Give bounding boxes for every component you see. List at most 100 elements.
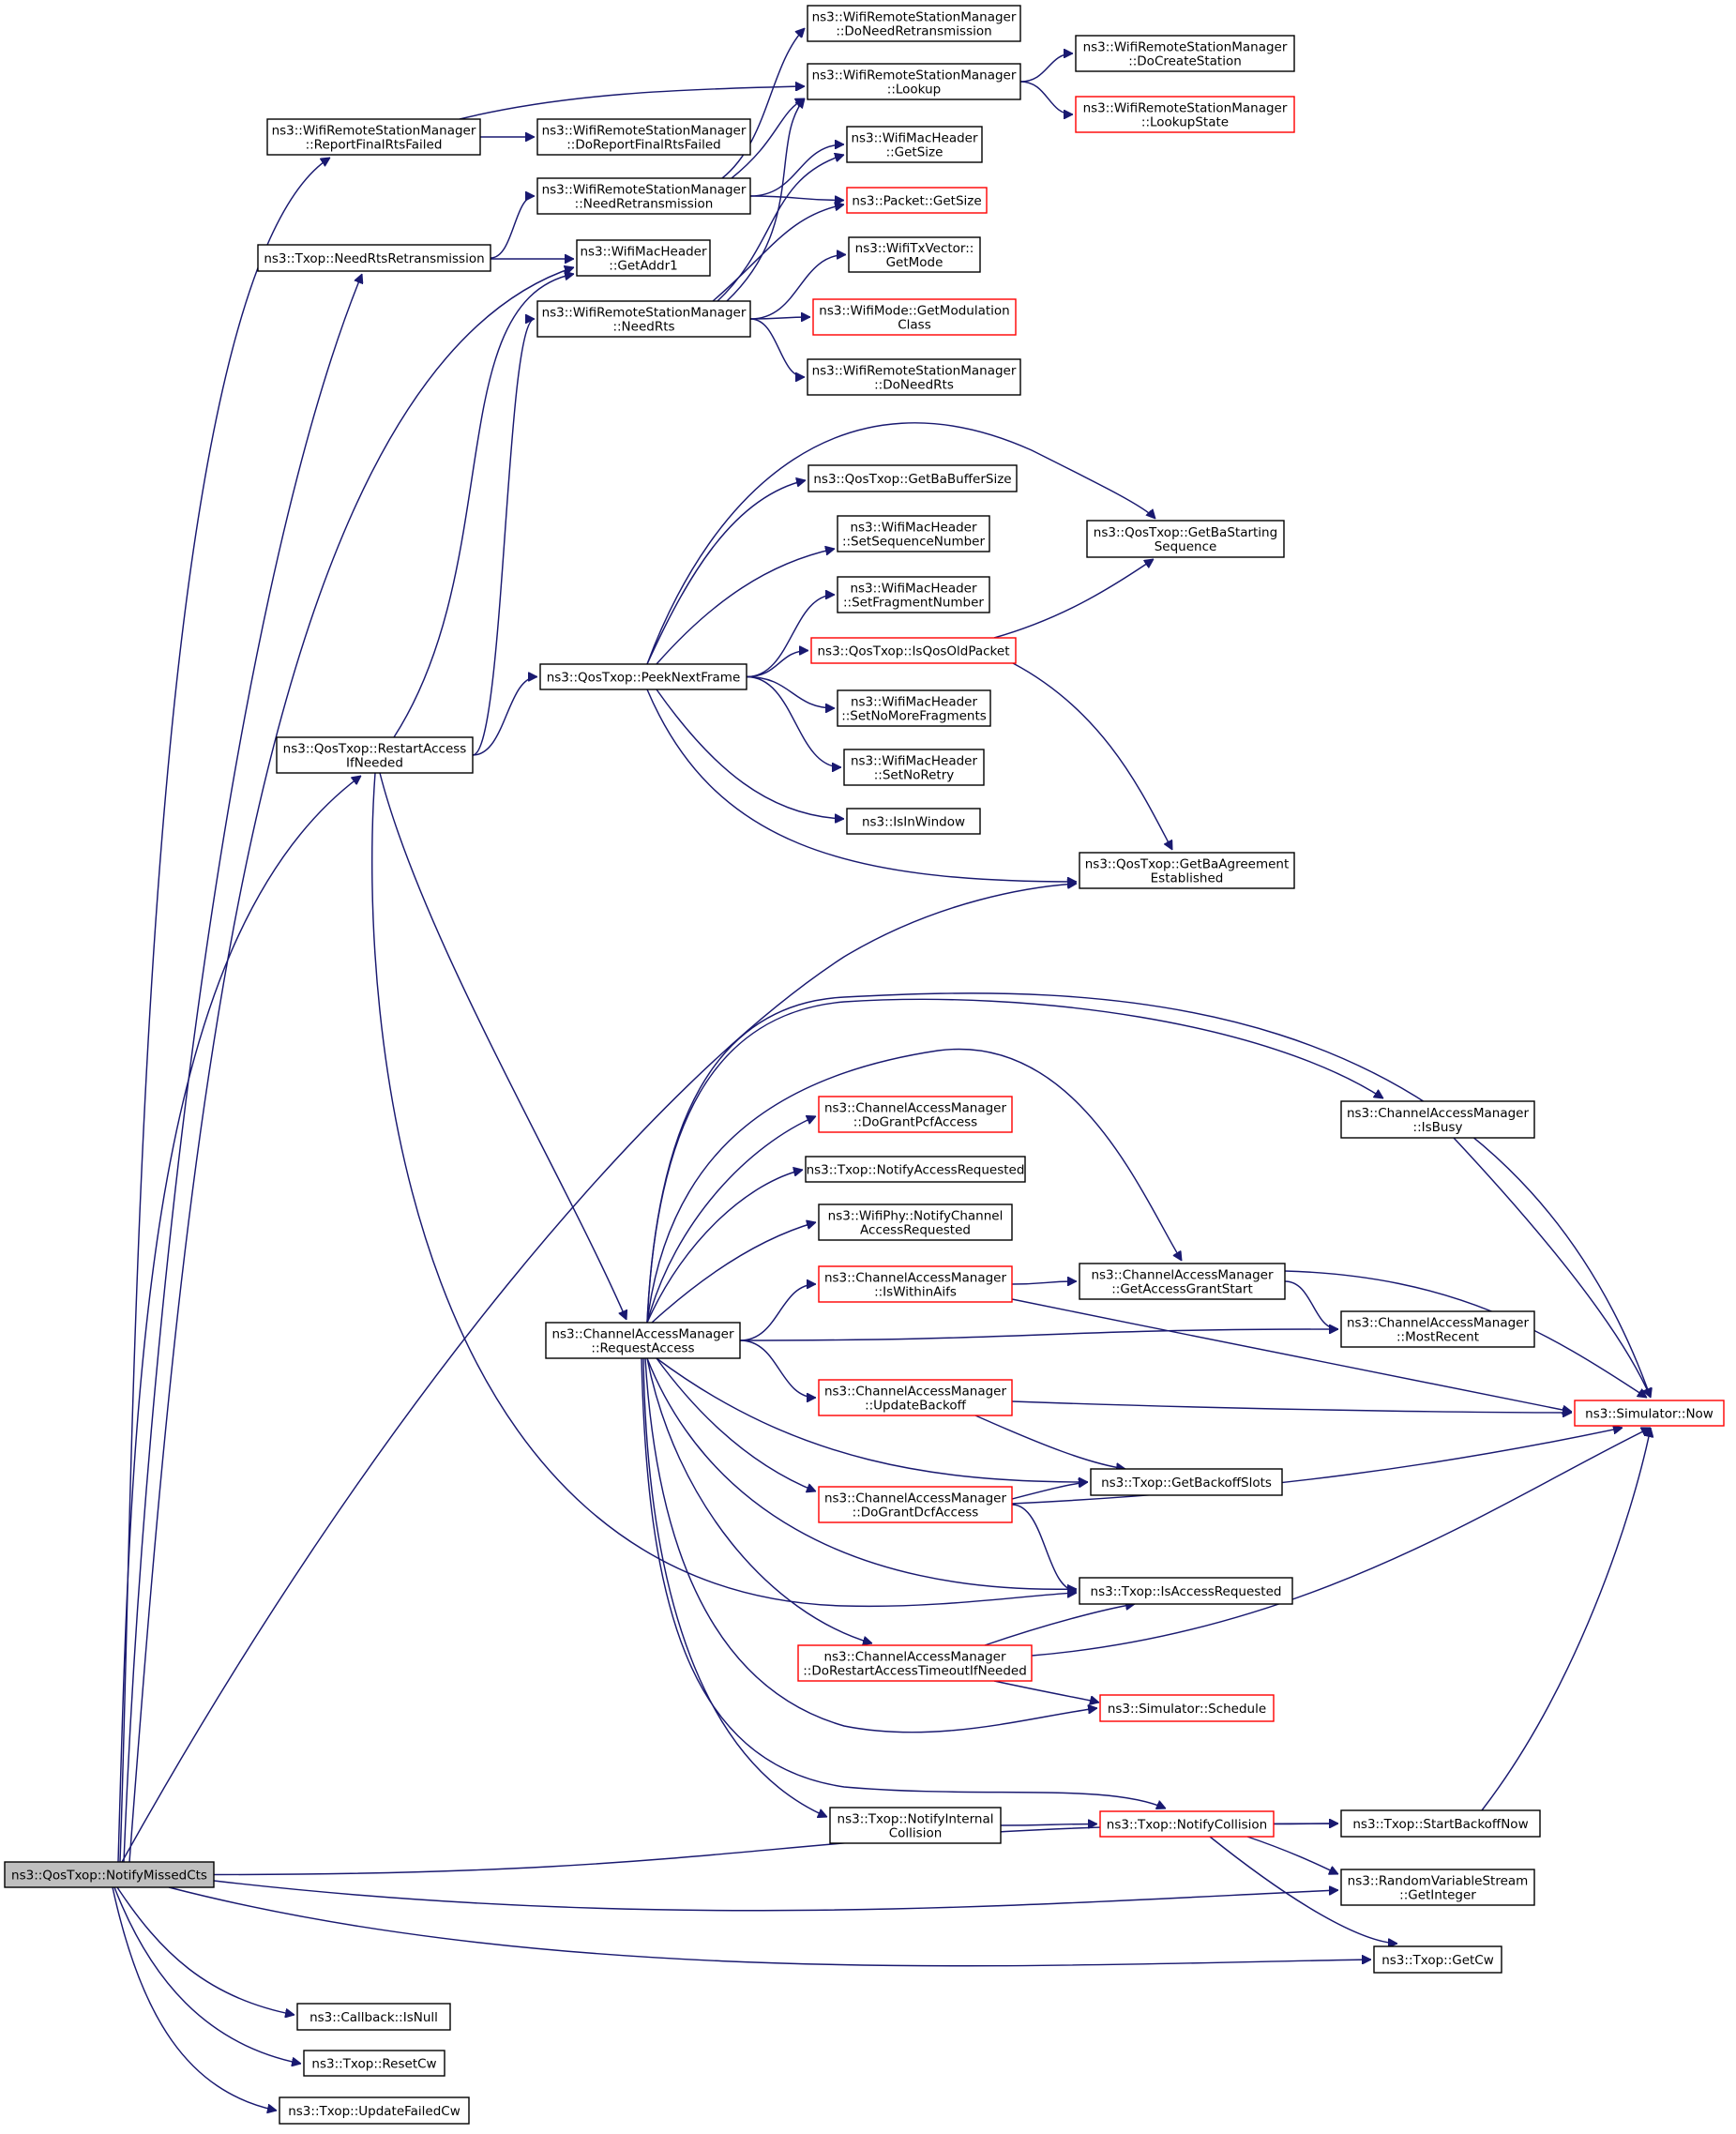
node-box <box>837 689 991 727</box>
node-label: ns3::WifiMacHeader <box>850 521 977 536</box>
node-box <box>539 663 747 690</box>
node-most-recent[interactable]: ns3::ChannelAccessManager::MostRecent <box>1340 1310 1535 1348</box>
node-simulator-now[interactable]: ns3::Simulator::Now <box>1574 1400 1725 1427</box>
node-mac-get-size[interactable]: ns3::WifiMacHeader::GetSize <box>846 126 983 163</box>
node-label: ns3::ChannelAccessManager <box>1091 1268 1274 1283</box>
node-label: ns3::WifiRemoteStationManager <box>812 68 1017 83</box>
node-label: ns3::ChannelAccessManager <box>824 1101 1007 1116</box>
node-notify-collision[interactable]: ns3::Txop::NotifyCollision <box>1099 1810 1275 1838</box>
node-box <box>807 63 1021 100</box>
node-label: ::GetSize <box>886 145 943 160</box>
edge-notify-collision-to-get-cw <box>1209 1836 1397 1944</box>
edge-peek-next-frame-to-set-no-retry <box>746 675 841 768</box>
node-get-integer[interactable]: ns3::RandomVariableStream::GetInteger <box>1340 1869 1535 1906</box>
node-need-rts-retransmission[interactable]: ns3::Txop::NeedRtsRetransmission <box>257 244 491 272</box>
node-label: ns3::WifiMacHeader <box>850 582 977 597</box>
edge-request-access-to-simulator-now <box>646 992 1651 1398</box>
node-callback-is-null[interactable]: ns3::Callback::IsNull <box>296 2003 451 2031</box>
node-box <box>807 5 1021 42</box>
node-label: ns3::Callback::IsNull <box>309 2010 438 2025</box>
node-do-need-retransmission[interactable]: ns3::WifiRemoteStationManager::DoNeedRet… <box>807 5 1021 42</box>
edge-request-access-to-simulator-schedule <box>644 1357 1097 1733</box>
node-get-cw[interactable]: ns3::Txop::GetCw <box>1373 1945 1502 1974</box>
node-label: ns3::Txop::StartBackoffNow <box>1352 1817 1528 1832</box>
node-box <box>536 177 751 215</box>
node-do-report-final-rts-failed[interactable]: ns3::WifiRemoteStationManager::DoReportF… <box>536 118 751 156</box>
node-box <box>810 637 1017 664</box>
node-lookup-state[interactable]: ns3::WifiRemoteStationManager::LookupSta… <box>1075 96 1295 133</box>
node-set-no-more-fragments[interactable]: ns3::WifiMacHeader::SetNoMoreFragments <box>837 689 991 727</box>
node-box <box>576 239 711 277</box>
node-need-retransmission[interactable]: ns3::WifiRemoteStationManager::NeedRetra… <box>536 177 751 215</box>
node-label: ns3::ChannelAccessManager <box>1347 1106 1530 1121</box>
node-set-no-retry[interactable]: ns3::WifiMacHeader::SetNoRetry <box>843 749 985 786</box>
edge-request-access-to-phy-notify-channel-access-requested <box>651 1222 816 1324</box>
node-notify-missed-cts[interactable]: ns3::QosTxop::NotifyMissedCts <box>4 1861 215 1888</box>
edge-peek-next-frame-to-is-in-window <box>656 689 844 819</box>
node-get-mode[interactable]: ns3::WifiTxVector::GetMode <box>848 236 981 273</box>
node-set-fragment-number[interactable]: ns3::WifiMacHeader::SetFragmentNumber <box>837 576 990 613</box>
edge-request-access-to-is-busy <box>646 998 1383 1324</box>
node-is-in-window[interactable]: ns3::IsInWindow <box>846 808 981 835</box>
node-label: ::DoCreateStation <box>1128 54 1242 69</box>
node-simulator-schedule[interactable]: ns3::Simulator::Schedule <box>1099 1694 1275 1722</box>
node-label: ns3::QosTxop::NotifyMissedCts <box>11 1869 207 1884</box>
node-start-backoff-now[interactable]: ns3::Txop::StartBackoffNow <box>1340 1809 1541 1838</box>
node-is-qos-old-packet[interactable]: ns3::QosTxop::IsQosOldPacket <box>810 637 1017 664</box>
node-update-backoff[interactable]: ns3::ChannelAccessManager::UpdateBackoff <box>818 1379 1013 1416</box>
node-is-access-requested[interactable]: ns3::Txop::IsAccessRequested <box>1079 1577 1293 1605</box>
node-label: ::ReportFinalRtsFailed <box>306 138 443 153</box>
node-lookup[interactable]: ns3::WifiRemoteStationManager::Lookup <box>807 63 1021 100</box>
node-box <box>1373 1945 1502 1974</box>
edge-is-within-aifs-to-simulator-now <box>1011 1298 1572 1412</box>
node-do-need-rts[interactable]: ns3::WifiRemoteStationManager::DoNeedRts <box>807 358 1021 396</box>
node-phy-notify-channel-access-requested[interactable]: ns3::WifiPhy::NotifyChannelAccessRequest… <box>818 1203 1013 1241</box>
node-is-within-aifs[interactable]: ns3::ChannelAccessManager::IsWithinAifs <box>818 1265 1013 1303</box>
node-do-restart-access-timeout[interactable]: ns3::ChannelAccessManager::DoRestartAcce… <box>797 1644 1033 1682</box>
node-get-backoff-slots[interactable]: ns3::Txop::GetBackoffSlots <box>1090 1468 1283 1496</box>
node-box <box>848 236 981 273</box>
node-box <box>843 749 985 786</box>
node-need-rts[interactable]: ns3::WifiRemoteStationManager::NeedRts <box>536 300 751 338</box>
node-request-access[interactable]: ns3::ChannelAccessManager::RequestAccess <box>545 1322 741 1359</box>
edge-notify-missed-cts-to-get-integer <box>213 1880 1338 1912</box>
edge-need-retransmission-to-packet-get-size <box>749 195 844 201</box>
edge-notify-missed-cts-to-restart-access-if-needed <box>117 776 361 1863</box>
node-notify-access-requested[interactable]: ns3::Txop::NotifyAccessRequested <box>805 1156 1026 1183</box>
edge-layer <box>112 28 1651 2111</box>
node-box <box>1075 35 1295 72</box>
node-report-final-rts-failed[interactable]: ns3::WifiRemoteStationManager::ReportFin… <box>266 118 481 156</box>
node-box <box>797 1644 1033 1682</box>
node-is-busy[interactable]: ns3::ChannelAccessManager::IsBusy <box>1340 1100 1535 1139</box>
node-get-ba-buffer-size[interactable]: ns3::QosTxop::GetBaBufferSize <box>808 464 1018 492</box>
node-get-addr1[interactable]: ns3::WifiMacHeader::GetAddr1 <box>576 239 711 277</box>
node-label: ns3::Txop::IsAccessRequested <box>1091 1584 1282 1599</box>
node-get-access-grant-start[interactable]: ns3::ChannelAccessManager::GetAccessGran… <box>1079 1263 1286 1300</box>
node-label: ns3::QosTxop::GetBaBufferSize <box>813 472 1011 487</box>
node-set-sequence-number[interactable]: ns3::WifiMacHeader::SetSequenceNumber <box>837 515 990 552</box>
node-label: ns3::ChannelAccessManager <box>824 1491 1007 1506</box>
node-label: ::NeedRts <box>612 320 674 335</box>
node-label: ::IsWithinAifs <box>874 1285 957 1300</box>
node-label: ::GetAddr1 <box>609 259 677 274</box>
edge-notify-missed-cts-to-report-final-rts-failed <box>119 157 330 1863</box>
node-do-grant-dcf-access[interactable]: ns3::ChannelAccessManager::DoGrantDcfAcc… <box>818 1486 1013 1523</box>
edge-notify-missed-cts-to-get-ba-agreement-established <box>121 884 1077 1863</box>
node-reset-cw[interactable]: ns3::Txop::ResetCw <box>303 2050 445 2077</box>
node-update-failed-cw[interactable]: ns3::Txop::UpdateFailedCw <box>279 2096 470 2125</box>
edge-peek-next-frame-to-set-sequence-number <box>656 549 835 665</box>
node-do-grant-pcf-access[interactable]: ns3::ChannelAccessManager::DoGrantPcfAcc… <box>818 1096 1013 1133</box>
node-label: ::DoGrantDcfAccess <box>853 1506 979 1521</box>
node-packet-get-size[interactable]: ns3::Packet::GetSize <box>846 187 988 214</box>
node-peek-next-frame[interactable]: ns3::QosTxop::PeekNextFrame <box>539 663 747 690</box>
node-box <box>1340 1100 1535 1139</box>
node-label: ns3::QosTxop::GetBaStarting <box>1094 525 1277 540</box>
node-box <box>846 126 983 163</box>
node-do-create-station[interactable]: ns3::WifiRemoteStationManager::DoCreateS… <box>1075 35 1295 72</box>
edge-notify-missed-cts-to-get-cw <box>168 1886 1371 1967</box>
